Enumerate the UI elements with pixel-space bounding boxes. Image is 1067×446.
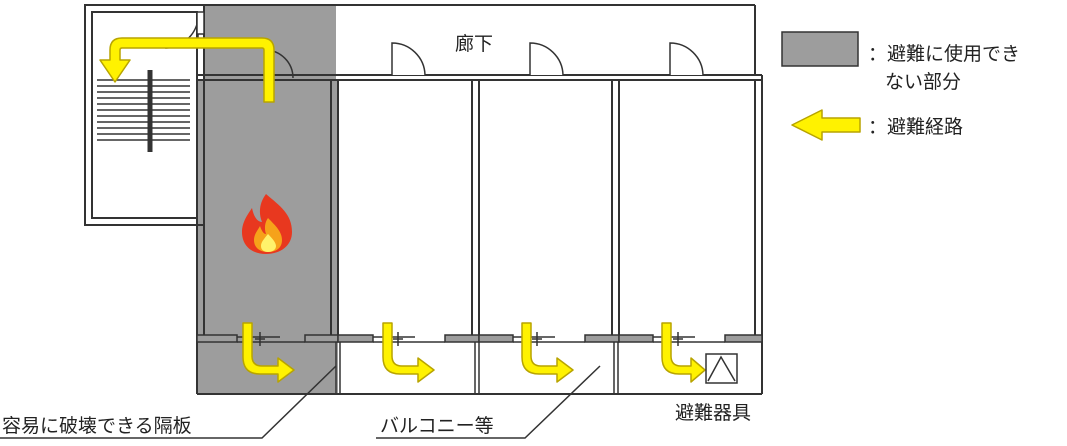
partition-label: 容易に破壊できる隔板 xyxy=(2,415,192,437)
legend-unusable-text-1: ：避難に使用でき xyxy=(868,43,1020,65)
legend-unusable-text-2: ない部分 xyxy=(885,71,961,93)
evacuation-arrow-icon xyxy=(382,322,435,383)
evacuation-arrow-icon xyxy=(791,109,861,141)
room-walls xyxy=(330,80,620,342)
evacuation-arrow-icon xyxy=(661,322,706,383)
stair-steps xyxy=(97,79,190,141)
evacuation-arrow-icon xyxy=(242,322,295,383)
evacuation-arrow-icon xyxy=(521,322,574,383)
balcony-walls xyxy=(196,334,763,343)
fire-icon xyxy=(242,194,292,254)
escape-equipment-icon xyxy=(705,353,738,384)
route-arrows xyxy=(99,37,706,383)
window-crosses xyxy=(255,332,683,346)
evacuation-arrow-icon xyxy=(99,37,275,103)
legend: ：避難に使用でき ない部分 ：避難経路 xyxy=(781,31,1020,141)
leader-lines xyxy=(0,365,601,439)
legend-unusable-swatch xyxy=(781,31,859,67)
balcony-label: バルコニー等 xyxy=(380,415,494,437)
legend-route-text: ：避難経路 xyxy=(868,116,963,138)
doors xyxy=(165,11,704,80)
corridor-label: 廊下 xyxy=(455,33,493,55)
balcony-partition-boards xyxy=(335,342,619,394)
escape-equipment-label: 避難器具 xyxy=(675,402,751,424)
